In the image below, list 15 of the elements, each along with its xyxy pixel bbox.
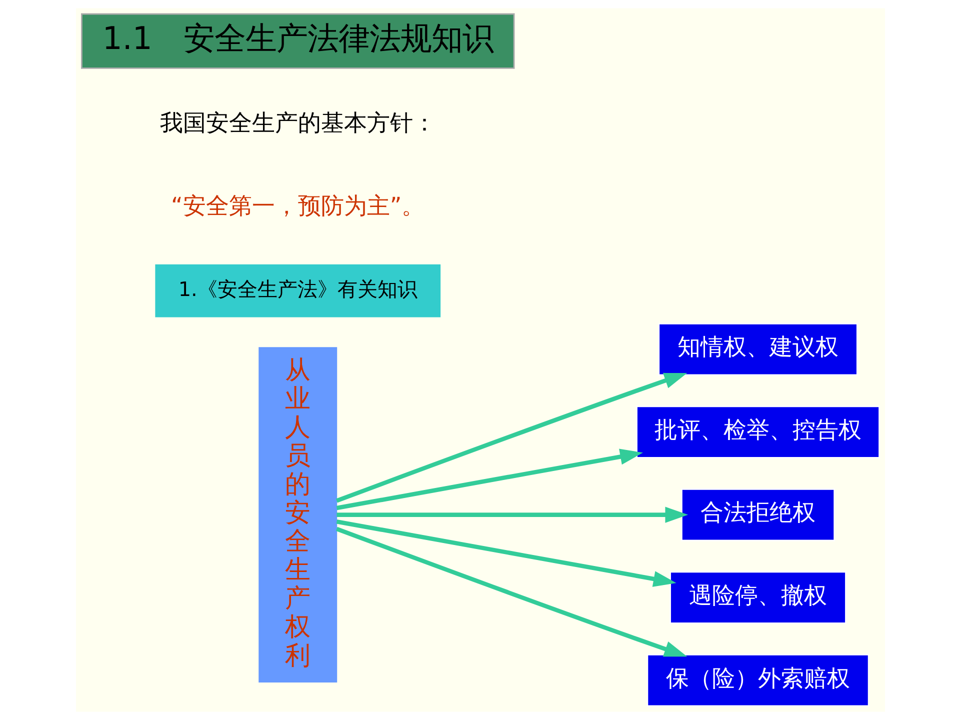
node-box: 遇险停、撤权: [669, 571, 846, 624]
node-box: 从业人员的安全生产权利: [258, 347, 337, 682]
node-box: 批评、检举、控告权: [636, 406, 880, 458]
arrow: [336, 506, 688, 523]
node-box: 知情权、建议权: [658, 322, 858, 376]
node-box: 1.1 安全生产法律法规知识: [80, 13, 514, 69]
arrow: [336, 519, 676, 587]
node-box: 保（险）外索赔权: [646, 654, 869, 707]
arrow: [335, 372, 687, 503]
node-box: 1.《安全生产法》有关知识: [154, 264, 440, 318]
label: 我国安全生产的基本方针：: [159, 110, 436, 137]
node-box: 合法拒绝权: [680, 488, 835, 542]
label: “安全第一，预防为主”。: [170, 193, 424, 220]
arrow: [336, 448, 642, 510]
arrow: [335, 526, 687, 657]
